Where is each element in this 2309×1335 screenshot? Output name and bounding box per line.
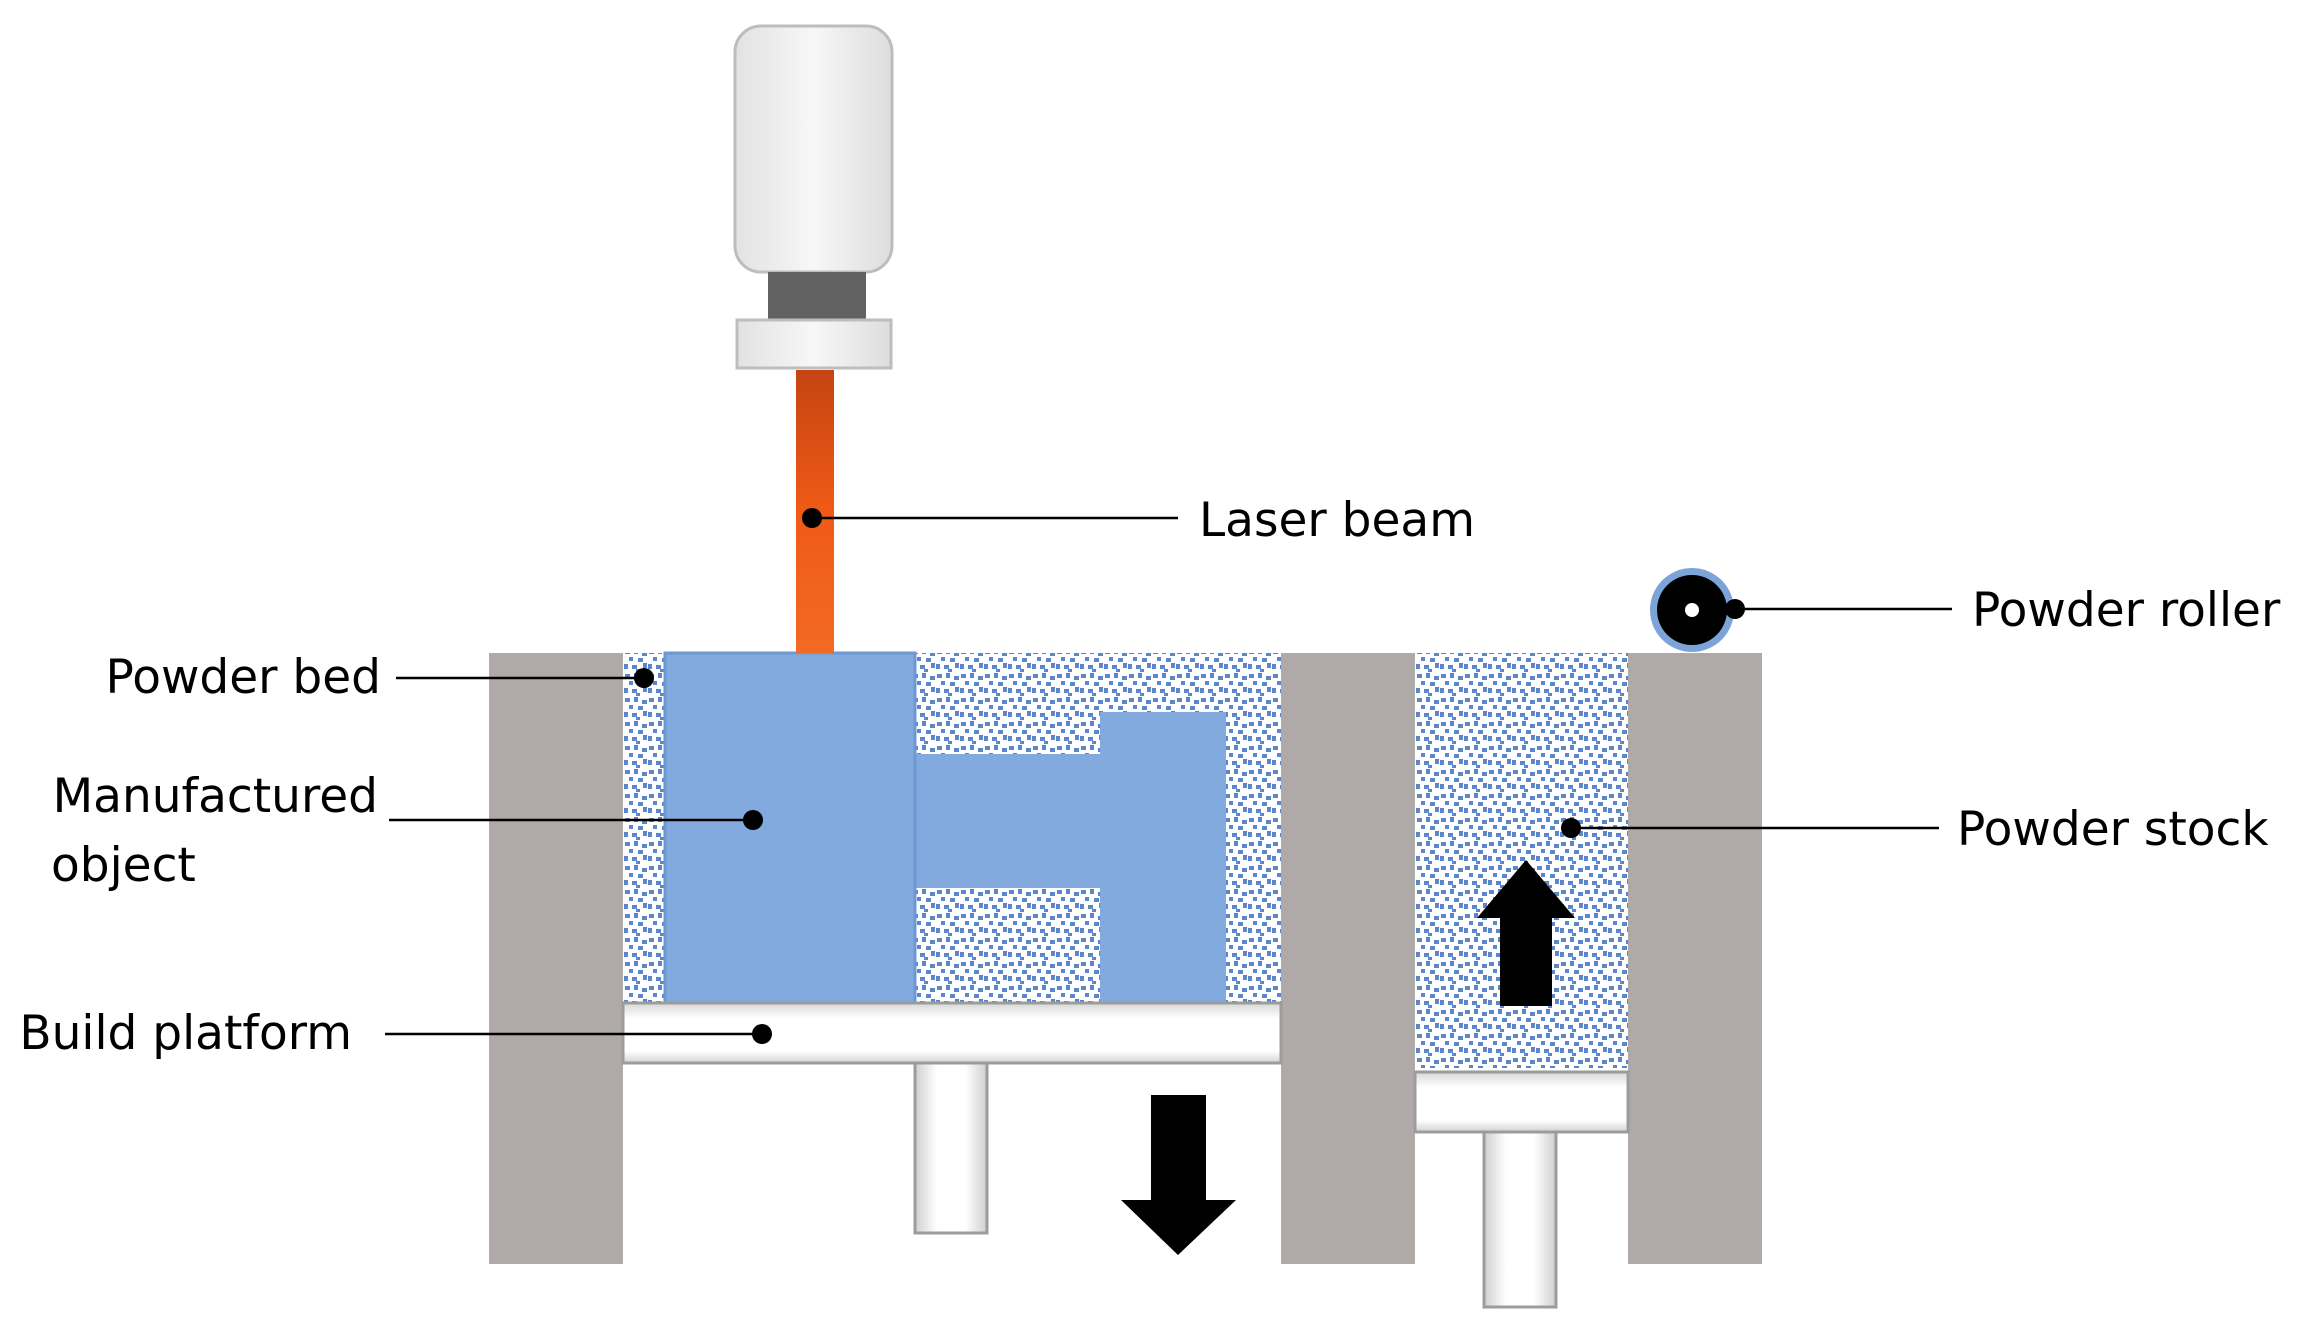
left-wall <box>489 653 623 1264</box>
label-manufactured-object-line2: object <box>51 838 196 893</box>
middle-wall <box>1281 653 1415 1264</box>
label-build-platform: Build platform <box>19 1006 352 1061</box>
stock-piston <box>1482 1130 1558 1309</box>
right-wall <box>1628 653 1762 1264</box>
leader-build-platform <box>385 1024 772 1044</box>
label-laser-beam: Laser beam <box>1199 493 1475 548</box>
manufactured-object <box>663 651 1226 1005</box>
laser-head <box>733 24 894 370</box>
label-manufactured-object-line1: Manufactured <box>53 769 378 824</box>
leader-laser-beam <box>802 508 1178 528</box>
leader-powder-roller <box>1725 599 1952 619</box>
leader-powder-bed <box>396 668 654 688</box>
stock-platform <box>1413 1070 1630 1134</box>
build-piston <box>913 1061 989 1235</box>
label-powder-bed: Powder bed <box>106 650 381 705</box>
label-powder-roller: Powder roller <box>1972 583 2281 638</box>
arrow-up-icon <box>1477 860 1575 1006</box>
leader-manufactured-object <box>389 810 763 830</box>
label-powder-stock: Powder stock <box>1957 802 2269 857</box>
arrow-down-icon <box>1121 1095 1236 1255</box>
powder-roller <box>1650 568 1734 652</box>
leader-powder-stock <box>1561 818 1939 838</box>
